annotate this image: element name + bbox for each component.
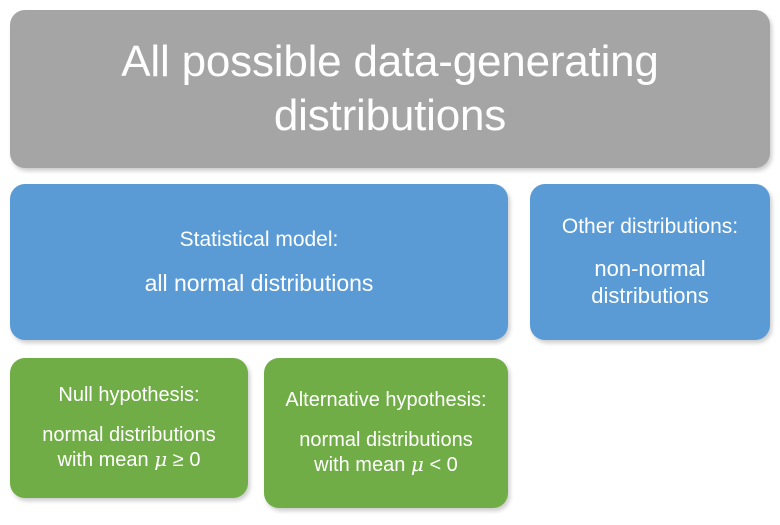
null-hypothesis-heading: Null hypothesis: (58, 384, 200, 407)
null-hypothesis-mean-suffix: ≥ 0 (167, 449, 201, 472)
mu-symbol: μ (154, 447, 168, 472)
alternative-hypothesis-heading: Alternative hypothesis: (285, 389, 487, 412)
alternative-hypothesis-body: normal distributions with mean μ < 0 (299, 428, 472, 478)
alternative-hypothesis-mean-suffix: < 0 (423, 454, 458, 477)
alternative-hypothesis-box: Alternative hypothesis: normal distribut… (264, 358, 508, 508)
other-distributions-body: non-normal distributions (591, 255, 709, 308)
statistical-model-body: all normal distributions (144, 270, 374, 297)
mu-symbol: μ (410, 452, 424, 477)
null-hypothesis-body-line1: normal distributions (42, 423, 216, 446)
statistical-model-box: Statistical model: all normal distributi… (10, 184, 508, 340)
alternative-hypothesis-body-line2: with mean μ < 0 (299, 452, 472, 477)
statistical-model-heading: Statistical model: (179, 227, 339, 251)
null-hypothesis-box: Null hypothesis: normal distributions wi… (10, 358, 248, 498)
null-hypothesis-mean-prefix: with mean (57, 449, 155, 472)
other-distributions-heading: Other distributions: (561, 215, 739, 239)
other-distributions-box: Other distributions: non-normal distribu… (530, 184, 770, 340)
null-hypothesis-body: normal distributions with mean μ ≥ 0 (42, 423, 215, 473)
alternative-hypothesis-mean-prefix: with mean (314, 454, 411, 477)
universe-label: All possible data-generating distributio… (121, 37, 659, 140)
universe-box: All possible data-generating distributio… (10, 10, 770, 168)
alternative-hypothesis-body-line1: normal distributions (299, 428, 473, 451)
null-hypothesis-body-line2: with mean μ ≥ 0 (42, 447, 215, 472)
